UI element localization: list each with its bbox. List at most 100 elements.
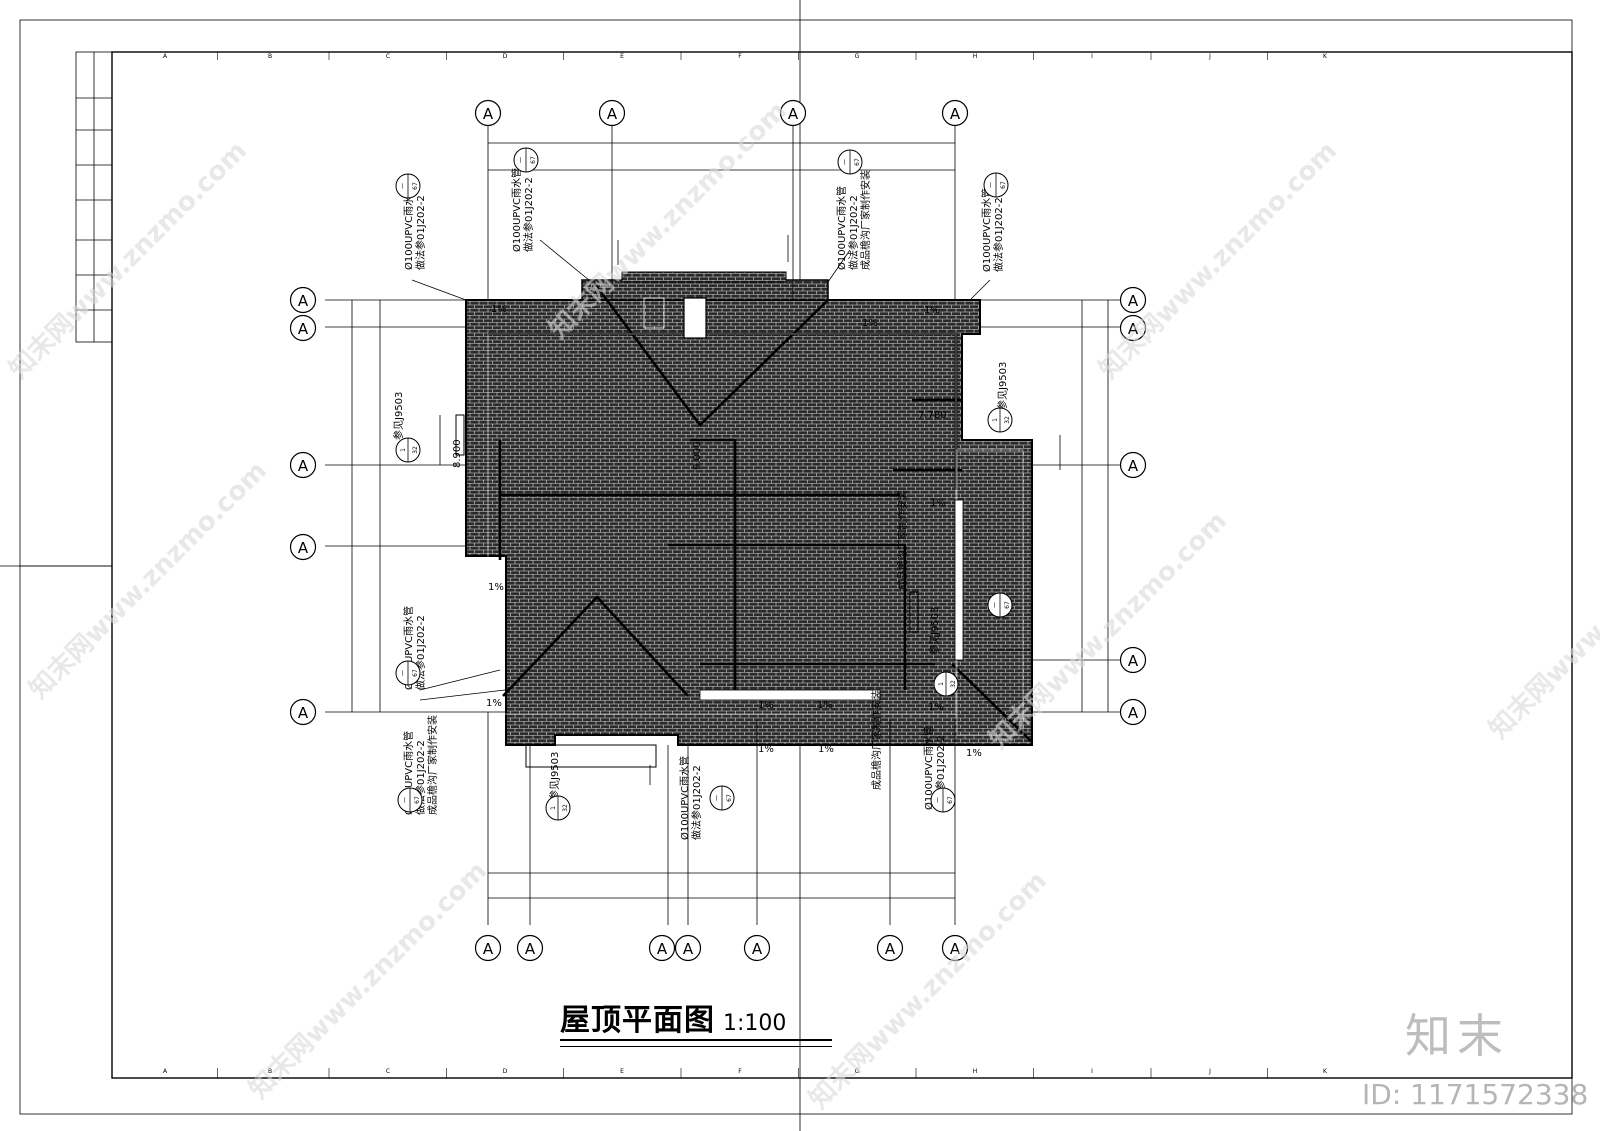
grid-letter: C	[386, 1068, 390, 1075]
axis-bubble: A	[474, 99, 502, 127]
axis-bubble: A	[474, 934, 502, 962]
note-drainpipe-7: Ø100UPVC雨水管	[678, 756, 691, 840]
note-drainpipe-ref-7: 做法参01J202-2	[690, 765, 703, 840]
svg-text:A: A	[298, 457, 309, 475]
svg-text:A: A	[298, 539, 309, 557]
svg-text:32: 32	[412, 446, 419, 454]
svg-text:67: 67	[1000, 181, 1007, 189]
axis-bubble: A	[289, 451, 317, 479]
note-detail-ref-3: 参见J9503	[928, 607, 941, 655]
slope-label: 1%	[758, 744, 774, 755]
svg-text:A: A	[1128, 457, 1139, 475]
svg-text:67: 67	[726, 794, 733, 802]
grid-letter: H	[973, 53, 978, 60]
elevation-label: 7.780	[918, 410, 947, 421]
grid-letter: I	[1091, 53, 1093, 60]
drawing-scale: 1:100	[723, 1011, 787, 1036]
note-detail-ref-4: 参见J9503	[548, 752, 561, 800]
svg-text:A: A	[483, 940, 494, 958]
axis-bubble: A	[743, 934, 771, 962]
svg-text:A: A	[1128, 704, 1139, 722]
grid-letter: H	[973, 1068, 978, 1075]
axis-bubble: A	[1119, 698, 1147, 726]
slope-label: 1%	[818, 744, 834, 755]
slope-label: 1%	[758, 700, 774, 711]
svg-text:67: 67	[414, 796, 421, 804]
svg-text:A: A	[525, 940, 536, 958]
axis-bubble: A	[289, 286, 317, 314]
axis-bubble: A	[1119, 646, 1147, 674]
roof-surface	[465, 271, 1033, 746]
note-manufacturer-3: 成品檐沟厂家制作安装	[870, 690, 883, 790]
note-manufacturer-1: 成品檐沟厂家制作安装	[859, 170, 872, 270]
grid-letter: F	[738, 53, 742, 60]
svg-text:A: A	[1128, 320, 1139, 338]
svg-text:67: 67	[412, 669, 419, 677]
note-drainpipe-ref-4: 做法参01J202-2	[992, 197, 1005, 272]
svg-text:67: 67	[530, 156, 537, 164]
elevation-label: 8.900	[452, 439, 463, 468]
svg-text:1: 1	[992, 418, 999, 422]
svg-text:一: 一	[400, 670, 407, 676]
svg-text:一: 一	[518, 157, 525, 163]
slope-label: 1%	[491, 304, 507, 315]
svg-text:一: 一	[935, 797, 942, 803]
svg-text:67: 67	[1004, 601, 1011, 609]
note-manufacturer-4: 成品檐沟厂家制作安装	[896, 490, 909, 590]
note-drainpipe-4: Ø100UPVC雨水管	[980, 188, 993, 272]
svg-text:A: A	[657, 940, 668, 958]
note-drainpipe-3: Ø100UPVC雨水管	[835, 186, 848, 270]
drain-ref-circle: 一 67	[395, 660, 421, 686]
slope-label: 1%	[928, 702, 944, 713]
elevation-label: 9.000	[692, 441, 703, 470]
axis-bubble: A	[674, 934, 702, 962]
slope-label: 1%	[486, 698, 502, 709]
brand-watermark: 知末	[1405, 1009, 1509, 1063]
note-manufacturer-2: 成品檐沟厂家制作安装	[426, 715, 439, 815]
svg-text:A: A	[298, 292, 309, 310]
svg-text:A: A	[1128, 652, 1139, 670]
slope-label: 1%	[488, 582, 504, 593]
grid-letter: C	[386, 53, 390, 60]
grid-letter: A	[163, 53, 168, 60]
svg-text:A: A	[298, 320, 309, 338]
axis-bubble: A	[516, 934, 544, 962]
note-drainpipe-2: Ø100UPVC雨水管	[510, 168, 523, 252]
title-underline	[560, 1039, 832, 1047]
watermark-site: 知末网www.znzmo.com	[1484, 496, 1600, 745]
axis-bubble: A	[648, 934, 676, 962]
watermark-site: 知末网www.znzmo.com	[4, 136, 253, 385]
svg-text:A: A	[298, 704, 309, 722]
slope-label: 1%	[817, 700, 833, 711]
note-drainpipe-ref-3: 做法参01J202-2	[847, 195, 860, 270]
svg-text:A: A	[1128, 292, 1139, 310]
axis-bubble: A	[941, 99, 969, 127]
slope-label: 1%	[924, 305, 940, 316]
svg-text:一: 一	[714, 795, 721, 801]
svg-text:67: 67	[412, 182, 419, 190]
grid-letter: E	[620, 53, 624, 60]
svg-text:A: A	[607, 105, 618, 123]
roof-openings	[455, 297, 964, 768]
svg-text:A: A	[483, 105, 494, 123]
slope-marks: 1% 1% 1% 1% 1% 1% 1% 1% 1% 1% 1% 1% 1%	[486, 289, 982, 759]
drain-ref-circle: 一 67	[709, 785, 735, 811]
revision-strip	[75, 51, 113, 343]
grid-letter: J	[1208, 53, 1211, 60]
slope-label: 1%	[588, 289, 604, 300]
note-detail-ref-2: 参见J9503	[996, 362, 1009, 410]
svg-text:32: 32	[950, 680, 957, 688]
note-drainpipe-ref-1: 做法参01J202-2	[414, 195, 427, 270]
svg-text:67: 67	[854, 158, 861, 166]
elevation-marks: 7.780 8.900 9.000	[452, 410, 947, 470]
